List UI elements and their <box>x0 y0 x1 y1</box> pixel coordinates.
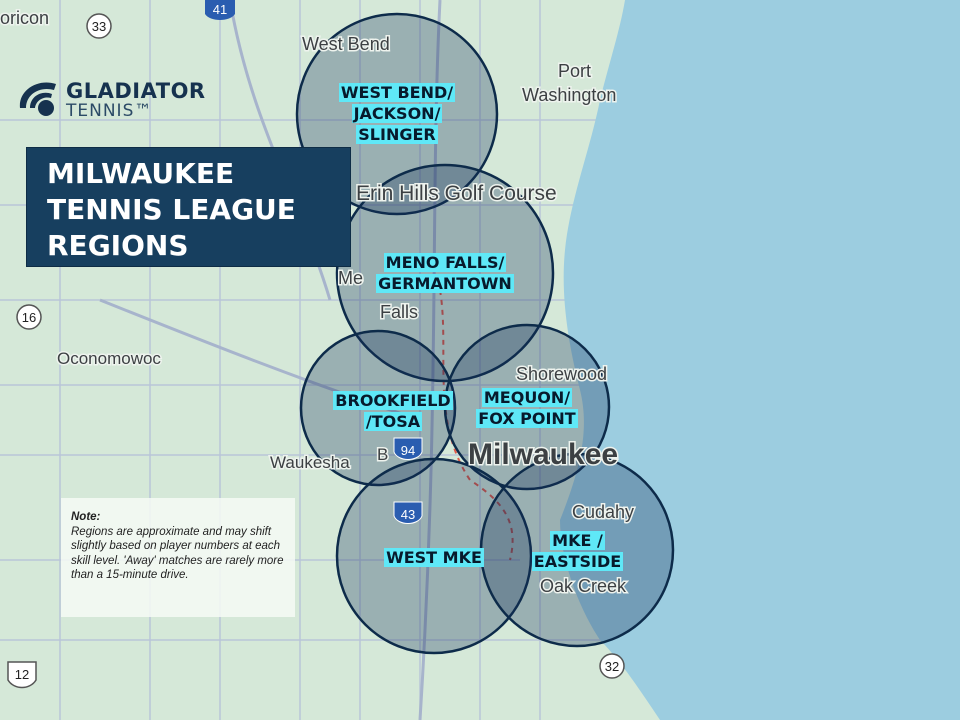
page-title: MILWAUKEE TENNIS LEAGUE REGIONS <box>26 147 351 267</box>
region-label-brookfield: BROOKFIELD /TOSA <box>333 391 453 431</box>
region-label-mke-eastside: MKE / EASTSIDE <box>531 531 624 571</box>
region-label-west-mke: WEST MKE <box>384 548 484 567</box>
region-circle-meno-falls[interactable] <box>335 163 555 383</box>
map-label-horicon: oricon <box>0 8 49 28</box>
svg-text:94: 94 <box>401 443 415 458</box>
map-label-me: Me <box>338 268 363 288</box>
route-shield-32: 32 <box>599 653 625 679</box>
svg-text:41: 41 <box>213 2 227 17</box>
region-label-mequon: MEQUON/ FOX POINT <box>476 388 578 428</box>
map-label-shorewood: Shorewood <box>516 364 607 384</box>
map-label-washington: Washington <box>522 85 616 105</box>
note-box: Note: Regions are approximate and may sh… <box>61 498 295 617</box>
svg-text:12: 12 <box>15 667 29 682</box>
map-label-oak-creek: Oak Creek <box>540 576 627 596</box>
map-label-falls: Falls <box>380 302 418 322</box>
route-shield-12: 12 <box>7 661 37 689</box>
map-label-milwaukee: Milwaukee <box>468 438 618 471</box>
title-line-1: MILWAUKEE <box>47 157 235 190</box>
route-shield-41: 41 <box>205 0 235 20</box>
svg-text:43: 43 <box>401 507 415 522</box>
map-label-oconomowoc: Oconomowoc <box>57 349 161 368</box>
city-boundary <box>439 289 514 561</box>
region-label-meno-falls: MENO FALLS/ GERMANTOWN <box>376 253 514 293</box>
lake-michigan <box>560 0 960 720</box>
title-line-2: TENNIS LEAGUE <box>47 193 296 226</box>
logo-icon <box>19 82 56 116</box>
map-label-brookfield-partial: B <box>377 445 388 464</box>
map-label-port: Port <box>558 61 591 81</box>
svg-text:16: 16 <box>22 310 36 325</box>
svg-text:32: 32 <box>605 659 619 674</box>
region-label-west-bend: WEST BEND/ JACKSON/ SLINGER <box>338 83 456 144</box>
route-shield-43: 43 <box>393 501 423 524</box>
route-shield-94: 94 <box>393 437 423 460</box>
route-shield-16: 16 <box>16 304 42 330</box>
map-label-west-bend: West Bend <box>302 34 390 54</box>
note-body: Regions are approximate and may shift sl… <box>71 525 284 582</box>
map-label-erin-hills: Erin Hills Golf Course <box>356 182 557 205</box>
logo-name: GLADIATOR <box>66 79 206 103</box>
svg-text:33: 33 <box>92 19 106 34</box>
gladiator-tennis-logo: GLADIATOR TENNIS™ <box>16 80 206 120</box>
note-heading: Note: <box>71 511 101 523</box>
logo-subname: TENNIS™ <box>66 101 153 121</box>
map-label-waukesha: Waukesha <box>270 453 350 472</box>
map-label-cudahy: Cudahy <box>572 502 634 522</box>
route-shield-33: 33 <box>86 13 112 39</box>
title-line-3: REGIONS <box>47 229 189 262</box>
